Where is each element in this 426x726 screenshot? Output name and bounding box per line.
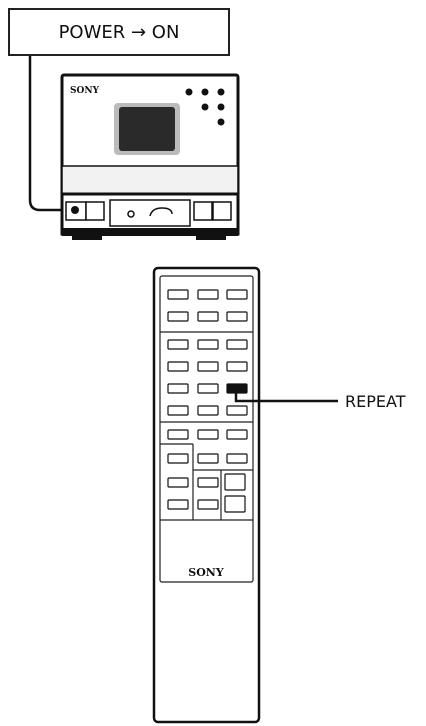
remote-button[interactable] [197,499,219,510]
unit-brand-logo: SONY [70,86,100,96]
remote-button[interactable] [197,383,219,394]
remote-button[interactable] [167,405,189,416]
remote-button[interactable] [197,477,219,488]
remote-button[interactable] [167,383,189,394]
remote-button[interactable] [167,499,189,510]
remote-button[interactable] [167,339,189,350]
power-leader-line [28,56,74,212]
repeat-leader-line [234,389,338,403]
remote-button[interactable] [226,361,248,372]
remote-button[interactable] [197,339,219,350]
remote-button[interactable] [226,311,248,322]
unit-right-button-2[interactable] [212,201,232,221]
remote-button[interactable] [197,453,219,464]
remote-button[interactable] [167,453,189,464]
remote-button[interactable] [197,429,219,440]
remote-button[interactable] [167,477,189,488]
remote-control: SONY [152,266,261,724]
remote-button[interactable] [167,289,189,300]
remote-button[interactable] [226,453,248,464]
remote-button[interactable] [167,361,189,372]
remote-button[interactable] [167,311,189,322]
remote-button[interactable] [224,495,246,513]
remote-button[interactable] [197,361,219,372]
remote-button[interactable] [226,289,248,300]
remote-button[interactable] [167,429,189,440]
remote-brand-logo: SONY [188,566,224,579]
unit-right-button-1[interactable] [193,201,213,221]
unit-control-knobs [185,88,225,126]
remote-button[interactable] [226,339,248,350]
repeat-callout: REPEAT [345,392,406,411]
stereo-unit: SONY [60,73,240,240]
remote-button[interactable] [226,429,248,440]
unit-cassette-slot [109,199,191,227]
remote-button[interactable] [197,289,219,300]
remote-button[interactable] [197,311,219,322]
remote-button[interactable] [226,405,248,416]
remote-button[interactable] [224,473,246,491]
remote-button[interactable] [197,405,219,416]
power-on-callout: POWER → ON [8,8,230,56]
